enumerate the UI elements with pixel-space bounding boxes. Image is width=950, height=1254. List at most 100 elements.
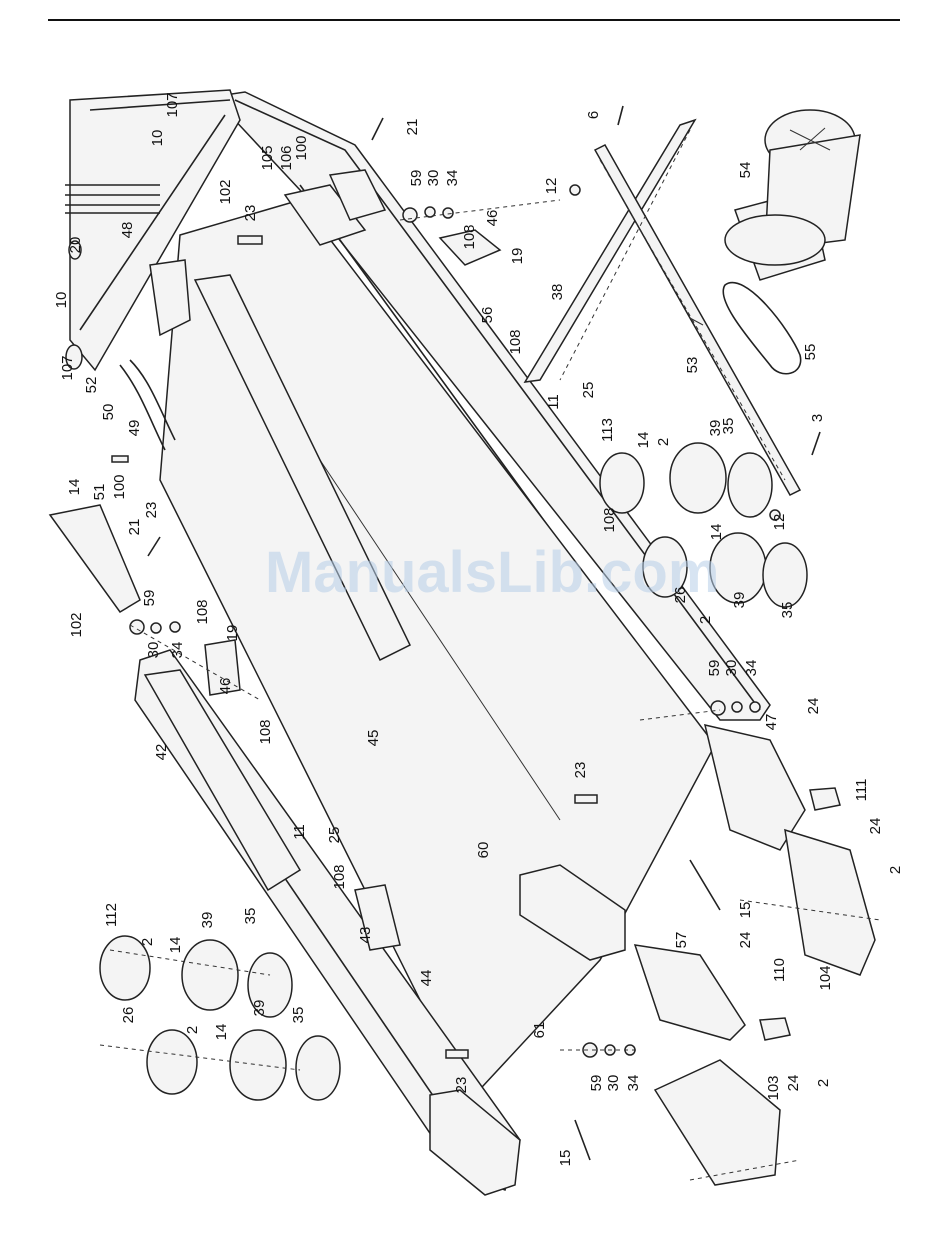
part-number-label: 12: [771, 514, 788, 531]
part-number-label: 23: [453, 1077, 470, 1094]
part-number-label: 60: [475, 842, 492, 859]
part-number-label: 25: [326, 827, 343, 844]
part-number-label: 26: [120, 1007, 137, 1024]
part-number-label: 34: [743, 660, 760, 677]
part-number-label: 45: [365, 730, 382, 747]
part-number-label: 39: [707, 420, 724, 437]
part-number-label: 108: [331, 864, 348, 889]
part-number-label: 43: [357, 927, 374, 944]
part-number-label: 26: [672, 587, 689, 604]
part-number-label: 34: [625, 1075, 642, 1092]
part-number-label: 14: [213, 1024, 230, 1041]
part-number-label: 30: [605, 1075, 622, 1092]
part-number-label: 10: [53, 292, 70, 309]
part-number-label: 34: [444, 170, 461, 187]
part-number-label: 104: [817, 965, 834, 990]
part-number-label: 21: [404, 119, 421, 136]
part-number-label: 35: [290, 1007, 307, 1024]
part-number-label: 54: [737, 162, 754, 179]
part-number-label: 25: [580, 382, 597, 399]
part-number-label: 48: [119, 222, 136, 239]
part-number-label: 11: [545, 394, 562, 410]
part-number-label: 55: [802, 344, 819, 361]
part-number-label: 2: [697, 616, 714, 624]
part-number-label: 23: [572, 762, 589, 779]
part-number-label: 2: [887, 866, 904, 874]
part-number-label: 23: [143, 502, 160, 519]
part-number-label: 44: [418, 970, 435, 987]
part-number-label: 100: [111, 474, 128, 499]
part-number-label: 108: [461, 224, 478, 249]
part-number-label: 30: [425, 170, 442, 187]
part-number-label: 46: [484, 210, 501, 227]
part-number-label: 52: [83, 377, 100, 394]
part-number-label: 42: [153, 744, 170, 761]
part-number-label: 107: [59, 355, 76, 380]
part-number-label: 110: [771, 958, 788, 982]
part-number-label: 106: [278, 145, 295, 170]
part-number-label: 6: [585, 111, 602, 119]
part-number-label: 3: [809, 414, 826, 422]
end-covers: [633, 723, 876, 1186]
part-number-label: 19: [224, 625, 241, 642]
part-number-label: 10: [149, 130, 166, 147]
part-number-label: 56: [479, 307, 496, 324]
part-number-label: 113: [599, 418, 616, 442]
part-number-label: 39: [251, 1000, 268, 1017]
part-number-label: 14: [167, 937, 184, 954]
part-number-label: 59: [408, 170, 425, 187]
part-number-label: 112: [103, 903, 120, 927]
part-number-label: 2: [184, 1026, 201, 1034]
part-number-label: 102: [68, 612, 85, 637]
part-number-label: 23: [242, 205, 259, 222]
treadmill-frame: [69, 89, 771, 1196]
part-number-label: 30: [723, 660, 740, 677]
accessories: [48, 184, 502, 696]
part-number-label: 108: [507, 329, 524, 354]
part-number-label: 2: [139, 938, 156, 946]
part-number-label: 103: [765, 1075, 782, 1100]
part-number-label: 108: [601, 507, 618, 532]
part-number-label: 14: [708, 524, 725, 541]
part-number-label: 102: [217, 179, 234, 204]
part-number-label: 21: [126, 519, 143, 536]
part-number-label: 14: [66, 479, 83, 496]
part-number-label: 24: [805, 698, 822, 715]
part-number-label: 51: [91, 484, 108, 501]
part-number-label: 105: [259, 145, 276, 170]
part-number-label: 2: [815, 1079, 832, 1087]
roller-ends-upper: [599, 442, 808, 608]
part-number-label: 15: [557, 1150, 574, 1167]
part-number-label: 14: [635, 432, 652, 449]
part-number-label: 11: [291, 824, 308, 840]
part-number-label: 100: [293, 135, 310, 160]
part-number-label: 20: [67, 237, 84, 254]
part-number-label: 111: [853, 779, 870, 802]
part-number-label: 46: [217, 678, 234, 695]
part-number-label: 39: [731, 592, 748, 609]
part-number-label: 24: [867, 818, 884, 835]
part-number-label: 35: [242, 908, 259, 925]
part-number-label: 49: [126, 420, 143, 437]
part-number-label: 59: [706, 660, 723, 677]
drive-belt: [722, 281, 802, 375]
part-number-label: 108: [257, 719, 274, 744]
part-number-label: 34: [169, 642, 186, 659]
hardware: [129, 105, 821, 1161]
part-number-label: 15: [737, 902, 754, 919]
part-number-label: 59: [588, 1075, 605, 1092]
roller-ends-lower: [99, 935, 341, 1101]
part-number-label: 19: [509, 248, 526, 265]
roller-bars: [523, 118, 802, 496]
motor: [724, 109, 861, 281]
part-number-label: 38: [549, 284, 566, 301]
alignment-lines: [99, 129, 881, 1181]
part-number-label: 59: [141, 590, 158, 607]
part-number-label: 12: [543, 178, 560, 195]
part-number-label: 108: [194, 599, 211, 624]
part-number-label: 35: [779, 602, 796, 619]
part-number-label: 2: [655, 438, 672, 446]
watermark: ManualsLib.com: [265, 540, 719, 605]
